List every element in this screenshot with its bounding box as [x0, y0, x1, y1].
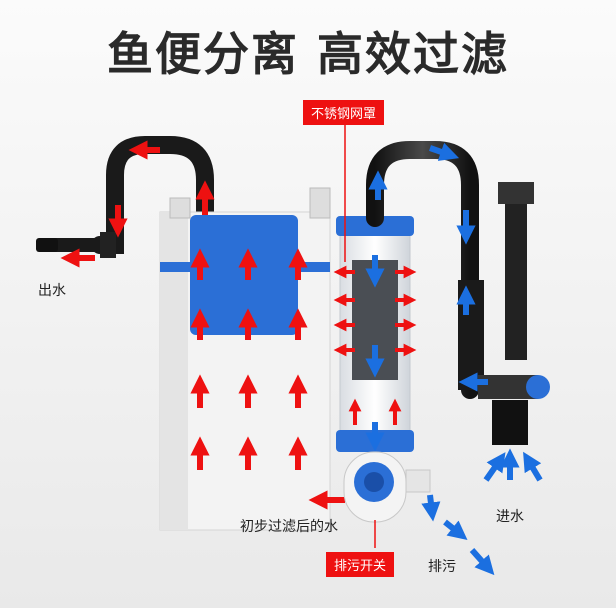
filter-column [336, 216, 431, 523]
flow-arrows-red [60, 140, 345, 510]
column-arrows-red [333, 265, 417, 425]
flow-arrows-blue [365, 142, 543, 576]
mesh-cover-tag: 不锈钢网罩 [303, 100, 385, 125]
outlet-label: 出水 [38, 283, 66, 299]
page-title: 鱼便分离 高效过滤 [106, 27, 509, 81]
drain-switch-tag: 排污开关 [326, 552, 395, 577]
filter-tank [159, 187, 331, 531]
inlet-label: 进水 [496, 509, 524, 525]
after-filter-label: 初步过滤后的水 [240, 519, 338, 535]
drain-label: 排污 [428, 559, 456, 575]
